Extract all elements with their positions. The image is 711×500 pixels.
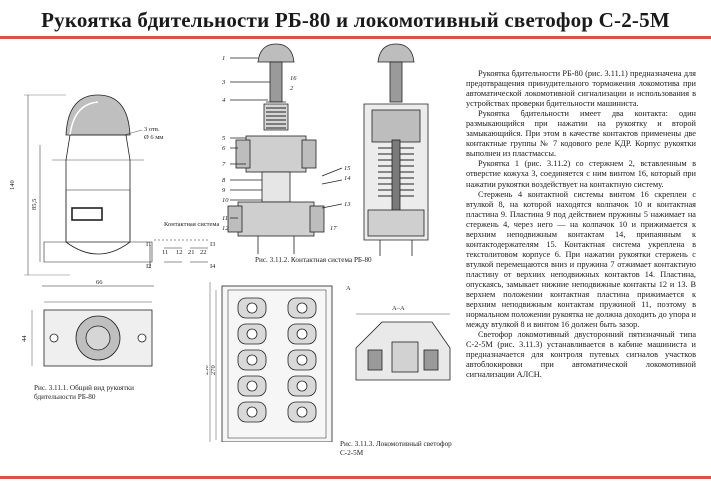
contact-label-8: 22 <box>200 249 207 256</box>
contact-label-7: 21 <box>188 249 195 256</box>
callout-2: 2 <box>290 85 294 92</box>
paragraph: Рукоятка бдительности РБ-80 (рис. 3.11.1… <box>466 69 696 109</box>
page-title: Рукоятка бдительности РБ-80 и локомотивн… <box>41 8 670 32</box>
callout-13: 13 <box>344 201 351 208</box>
figure-rb80-contact-system: 1 2 3 4 5 6 7 8 9 10 11 12 13 14 15 16 1… <box>221 43 429 256</box>
callout-9: 9 <box>222 187 226 194</box>
figure-signal-s25m: 250 270 А А–А <box>206 282 451 442</box>
callout-12: 12 <box>222 225 229 232</box>
marker-a: А <box>346 285 351 292</box>
callout-1: 1 <box>222 55 225 62</box>
contact-label-1: I1 <box>146 241 151 248</box>
label-hole-diameter: Ø 6 мм <box>144 134 163 141</box>
top-rule <box>0 36 711 39</box>
callout-8: 8 <box>222 177 226 184</box>
figure-rb80-general-view: 140 85,5 66 44 3 отв. Ø 6 мм Контактная … <box>9 94 219 367</box>
callout-3: 3 <box>221 79 226 86</box>
contact-label-5: 11 <box>162 249 168 256</box>
label-holes: 3 отв. <box>144 126 160 133</box>
figure2-caption: Рис. 3.11.2. Контактная система РБ-80 <box>255 256 372 264</box>
bottom-rule <box>0 476 711 479</box>
callout-14: 14 <box>344 175 351 182</box>
paragraph: Стержень 4 контактной системы винтом 16 … <box>466 189 696 330</box>
callout-17: 17 <box>330 225 337 232</box>
contact-label-2: I2 <box>146 263 151 270</box>
dim-side: 44 <box>21 335 28 342</box>
label-contact-system: Контактная система <box>164 221 219 228</box>
figure3-caption: Рис. 3.11.3. Локомотивный светофор С-2-5… <box>340 440 452 457</box>
callout-4: 4 <box>222 97 226 104</box>
contact-label-6: 12 <box>176 249 183 256</box>
callout-6: 6 <box>222 145 226 152</box>
dim-inner: 85,5 <box>31 199 38 210</box>
callout-15: 15 <box>344 165 351 172</box>
dim-250: 250 <box>206 365 210 375</box>
contact-label-3: I3 <box>210 241 215 248</box>
contact-label-4: I4 <box>210 263 216 270</box>
body-text: Рукоятка бдительности РБ-80 (рис. 3.11.1… <box>466 69 696 380</box>
dim-height: 140 <box>9 180 16 190</box>
section-label: А–А <box>392 305 405 312</box>
callout-7: 7 <box>222 161 226 168</box>
callout-16: 16 <box>290 75 297 82</box>
figure1-caption: Рис. 3.11.1. Общий вид рукоятки бдительн… <box>34 384 134 401</box>
dim-width: 66 <box>96 279 103 286</box>
callout-11: 11 <box>222 215 228 222</box>
callout-5: 5 <box>222 135 226 142</box>
paragraph: Светофор локомотивный двусторонний пятиз… <box>466 330 696 380</box>
callout-10: 10 <box>222 197 229 204</box>
dim-270: 270 <box>210 365 217 375</box>
paragraph: Рукоятка бдительности имеет два контакта… <box>466 109 696 159</box>
paragraph: Рукоятка 1 (рис. 3.11.2) со стержнем 2, … <box>466 159 696 189</box>
